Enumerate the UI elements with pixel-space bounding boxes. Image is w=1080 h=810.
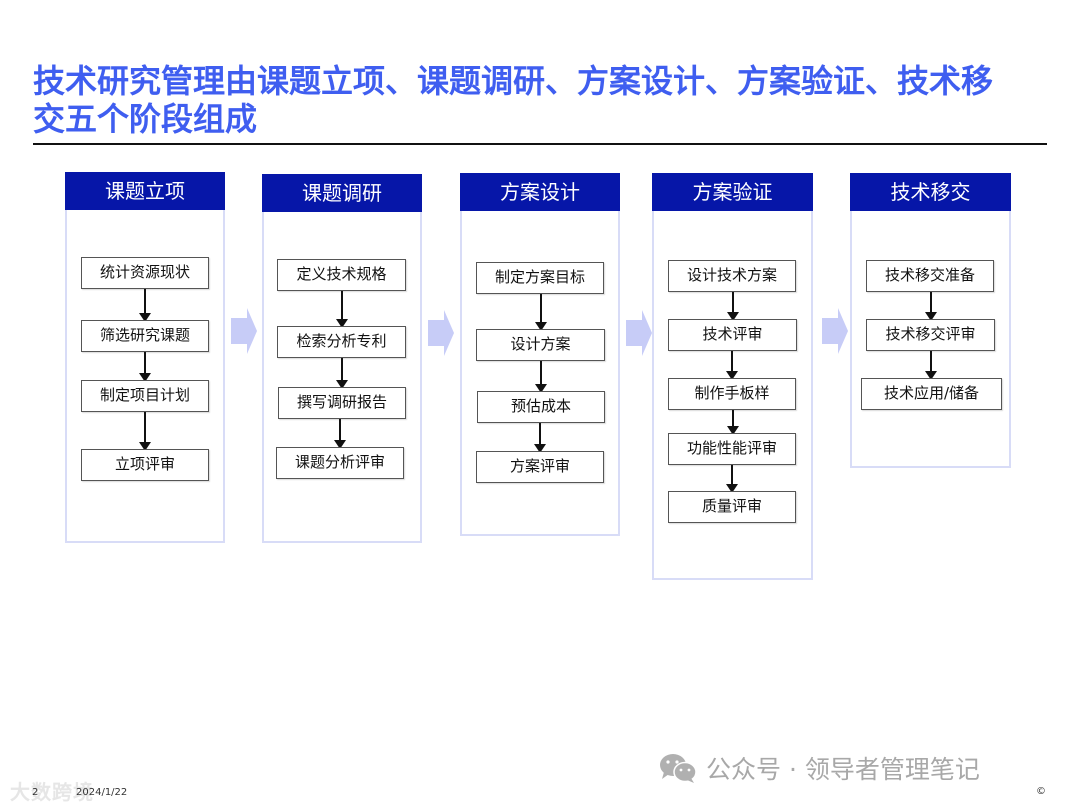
chevron-right-icon bbox=[428, 310, 454, 356]
arrow-down-icon bbox=[727, 292, 739, 321]
step-box: 设计技术方案 bbox=[668, 260, 796, 292]
arrow-down-icon bbox=[336, 358, 348, 389]
chevron-right-icon bbox=[822, 308, 848, 354]
step-box: 定义技术规格 bbox=[277, 259, 406, 291]
wechat-watermark: 公众号 · 领导者管理笔记 bbox=[658, 750, 980, 786]
arrow-down-icon bbox=[139, 412, 151, 451]
chevron-right-icon bbox=[626, 310, 652, 356]
arrow-down-icon bbox=[535, 361, 547, 393]
stage-header: 技术移交 bbox=[850, 173, 1011, 211]
stage-topic-research: 课题调研 定义技术规格 检索分析专利 撰写调研报告 课题分析评审 bbox=[262, 174, 422, 543]
title-divider bbox=[33, 143, 1047, 145]
step-box: 检索分析专利 bbox=[277, 326, 406, 358]
watermark-text: 公众号 · 领导者管理笔记 bbox=[706, 755, 980, 784]
title-line-1: 技术研究管理由课题立项、课题调研、方案设计、方案验证、技术移 bbox=[33, 62, 994, 100]
stage-solution-verification: 方案验证 设计技术方案 技术评审 制作手板样 功能性能评审 质量评审 bbox=[652, 173, 813, 580]
stage-header: 课题立项 bbox=[65, 172, 225, 210]
step-box: 功能性能评审 bbox=[668, 433, 796, 465]
step-box: 制定项目计划 bbox=[81, 380, 209, 412]
step-box: 撰写调研报告 bbox=[278, 387, 406, 419]
page-number: 2 bbox=[32, 787, 39, 798]
slide-date: 2024/1/22 bbox=[76, 787, 128, 798]
step-box: 预估成本 bbox=[477, 391, 605, 423]
step-box: 课题分析评审 bbox=[276, 447, 404, 479]
step-box: 制定方案目标 bbox=[476, 262, 604, 294]
stage-technology-transfer: 技术移交 技术移交准备 技术移交评审 技术应用/储备 bbox=[850, 173, 1011, 468]
title-line-2: 交五个阶段组成 bbox=[33, 100, 258, 138]
step-box: 技术移交评审 bbox=[866, 319, 995, 351]
arrow-down-icon bbox=[334, 419, 346, 449]
arrow-down-icon bbox=[925, 292, 937, 321]
logo-watermark: 大数跨境 bbox=[10, 780, 94, 804]
step-box: 技术应用/储备 bbox=[861, 378, 1002, 410]
page-title: 技术研究管理由课题立项、课题调研、方案设计、方案验证、技术移 交五个阶段组成 bbox=[33, 62, 1043, 138]
arrow-down-icon bbox=[925, 351, 937, 380]
stage-header: 课题调研 bbox=[262, 174, 422, 212]
stage-header: 方案设计 bbox=[460, 173, 620, 211]
chevron-right-icon bbox=[231, 308, 257, 354]
stage-topic-initiation: 课题立项 统计资源现状 筛选研究课题 制定项目计划 立项评审 bbox=[65, 172, 225, 543]
step-box: 方案评审 bbox=[476, 451, 604, 483]
arrow-down-icon bbox=[139, 352, 151, 382]
step-box: 立项评审 bbox=[81, 449, 209, 481]
step-box: 设计方案 bbox=[476, 329, 605, 361]
arrow-down-icon bbox=[727, 410, 739, 435]
arrow-down-icon bbox=[139, 289, 151, 322]
arrow-down-icon bbox=[535, 294, 547, 331]
wechat-icon bbox=[660, 754, 697, 783]
arrow-down-icon bbox=[726, 351, 738, 380]
copyright-symbol: © bbox=[1036, 786, 1046, 797]
arrow-down-icon bbox=[534, 423, 546, 453]
stage-header: 方案验证 bbox=[652, 173, 813, 211]
step-box: 技术移交准备 bbox=[866, 260, 994, 292]
step-box: 质量评审 bbox=[668, 491, 796, 523]
stage-solution-design: 方案设计 制定方案目标 设计方案 预估成本 方案评审 bbox=[460, 173, 620, 536]
arrow-down-icon bbox=[726, 465, 738, 493]
arrow-down-icon bbox=[336, 291, 348, 328]
step-box: 统计资源现状 bbox=[81, 257, 209, 289]
step-box: 技术评审 bbox=[668, 319, 797, 351]
step-box: 制作手板样 bbox=[668, 378, 796, 410]
step-box: 筛选研究课题 bbox=[81, 320, 209, 352]
